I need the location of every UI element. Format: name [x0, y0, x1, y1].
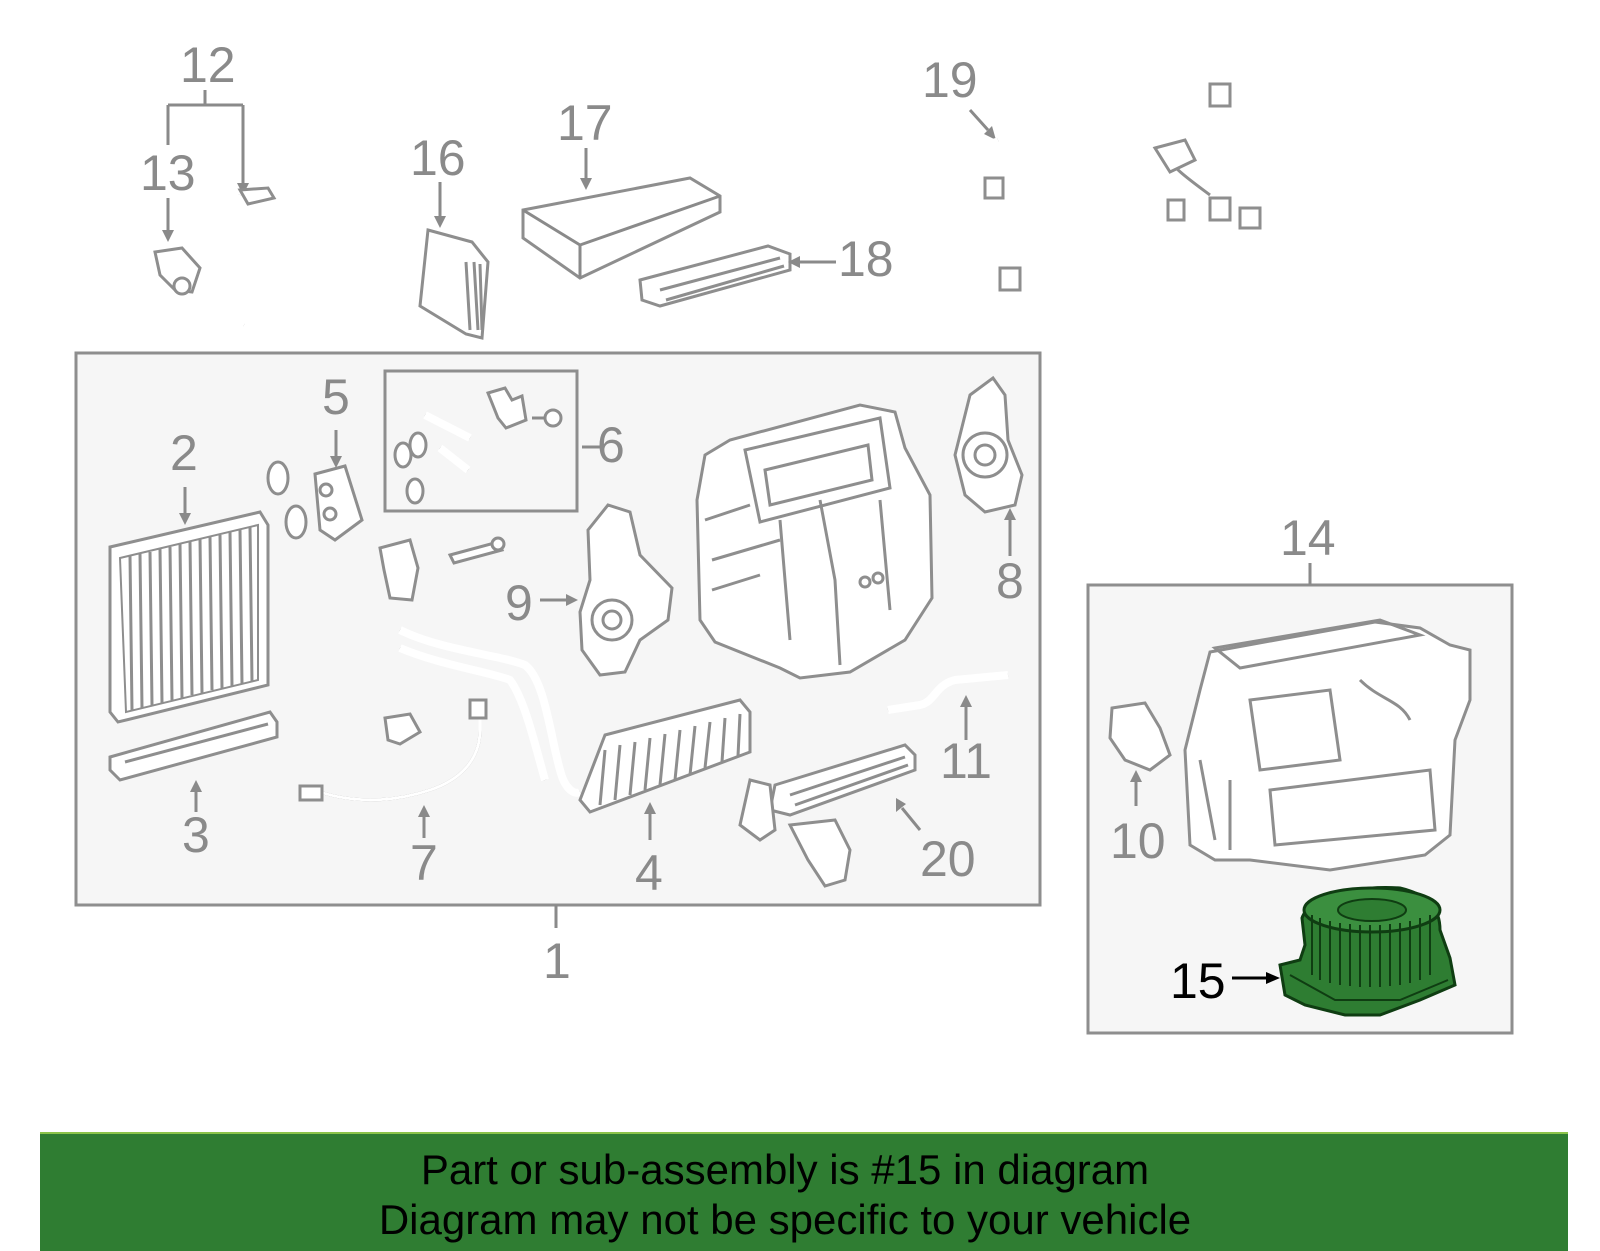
callout-18: 18 — [838, 231, 894, 287]
callout-11: 11 — [940, 733, 992, 789]
leader-9 — [540, 594, 578, 606]
wire-harness-part-19 — [977, 82, 1276, 292]
callout-10: 10 — [1110, 813, 1166, 869]
leader-2 — [179, 487, 191, 525]
callout-1: 1 — [543, 933, 571, 989]
evaporator-cover-part-3 — [108, 710, 279, 782]
leader-11 — [960, 695, 972, 740]
hose-part-12 — [222, 186, 277, 330]
leader-4 — [644, 802, 656, 840]
bracket-12 — [166, 90, 249, 195]
info-banner: Part or sub-assembly is #15 in diagram D… — [40, 1132, 1568, 1251]
blower-motor-part-15 — [1278, 886, 1457, 1017]
actuator-part-10 — [1108, 701, 1172, 772]
leader-8 — [1004, 508, 1016, 556]
leader-5 — [330, 430, 342, 468]
leader-18 — [788, 256, 836, 268]
callout-2: 2 — [170, 425, 198, 481]
callout-5: 5 — [322, 369, 350, 425]
callout-15: 15 — [1170, 953, 1226, 1009]
leader-7 — [418, 805, 430, 838]
wire-part-7 — [298, 698, 488, 802]
callout-8: 8 — [996, 553, 1024, 609]
o-rings-near-5 — [266, 460, 308, 540]
heater-pipes — [398, 626, 583, 797]
callout-9: 9 — [505, 575, 533, 631]
ptc-heater-part-20 — [738, 743, 917, 888]
callout-20: 20 — [920, 831, 976, 887]
banner-line-2: Diagram may not be specific to your vehi… — [378, 1196, 1192, 1243]
parts-diagram: 1 2 3 4 5 6 7 8 9 10 11 12 13 14 15 16 1… — [74, 37, 1514, 1035]
control-module-part-16 — [418, 228, 490, 340]
leader-19 — [968, 108, 996, 140]
duct-clip — [378, 538, 420, 602]
callout-19: 19 — [922, 52, 978, 108]
drain-hose-part-11 — [887, 671, 1009, 714]
damper-actuator-part-8 — [953, 375, 1024, 514]
blower-case-part-14 — [1183, 618, 1472, 872]
callout-3: 3 — [182, 807, 210, 863]
leader-13 — [162, 198, 174, 242]
leader-15 — [1232, 972, 1280, 984]
banner-line-1: Part or sub-assembly is #15 in diagram — [420, 1146, 1150, 1193]
expansion-valve-part-5 — [313, 464, 364, 542]
callout-7: 7 — [410, 835, 438, 891]
evaporator-core-part-2 — [108, 510, 270, 724]
callout-17: 17 — [557, 95, 613, 151]
leader-3 — [190, 780, 202, 812]
leader-16 — [434, 182, 446, 228]
fittings-part-6 — [393, 386, 600, 505]
callout-12: 12 — [180, 37, 236, 93]
leader-10 — [1130, 770, 1142, 806]
leader-20 — [896, 798, 922, 831]
servo-motor-part-9 — [578, 503, 674, 677]
callout-13: 13 — [140, 145, 196, 201]
callout-14: 14 — [1280, 510, 1336, 566]
cabin-filter-part-17 — [521, 176, 722, 280]
callout-4: 4 — [635, 845, 663, 901]
callout-16: 16 — [410, 130, 466, 186]
callout-6: 6 — [597, 417, 625, 473]
filter-cover-part-18 — [638, 244, 792, 308]
leader-17 — [580, 148, 592, 190]
sensor-part-13 — [153, 246, 202, 296]
hvac-case — [695, 403, 934, 680]
bolt — [447, 536, 506, 565]
heater-core-part-4 — [578, 698, 752, 814]
